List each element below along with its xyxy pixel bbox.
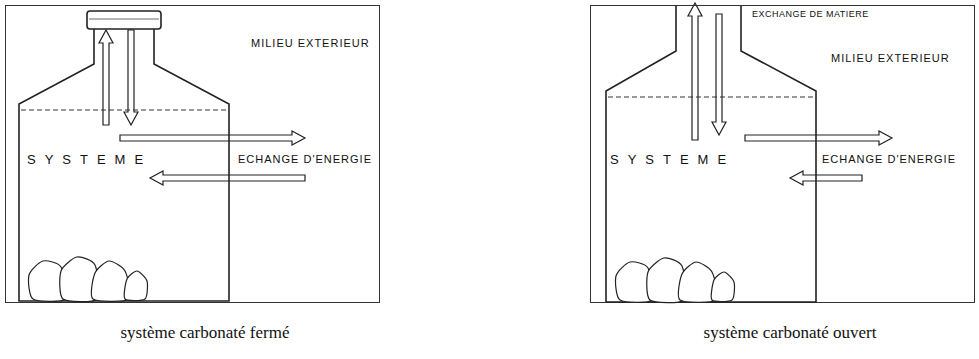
- carbonate-rock: [124, 271, 147, 301]
- system-bottle: SYSTEME: [606, 6, 816, 302]
- system-label: SYSTEME: [27, 153, 152, 167]
- energy-out-arrow: [745, 131, 892, 145]
- exchange-label: ECHANGE D'ENERGIE: [820, 152, 958, 166]
- bottle-wall: [606, 6, 816, 302]
- matter-out-arrow: [688, 3, 702, 140]
- environment-label: MILIEU EXTERIEUR: [251, 36, 370, 50]
- matter-in-arrow: [712, 14, 726, 135]
- energy-in-arrow: [150, 171, 305, 185]
- bottle-wall: [19, 29, 229, 301]
- water-surface: [608, 97, 814, 98]
- environment-label: MILIEU EXTERIEUR: [831, 51, 950, 65]
- carbonate-rock: [711, 272, 734, 302]
- figure-caption: système carbonaté fermé: [118, 326, 293, 340]
- stopper-line: [89, 19, 159, 20]
- down-arrow: [124, 30, 138, 125]
- system-bottle: SYSTEME: [19, 9, 229, 301]
- exchange-label: EXCHANGE DE MATIERE: [750, 7, 871, 21]
- energy-in-arrow: [790, 171, 862, 185]
- energy-out-arrow: [120, 131, 305, 145]
- stopper: [87, 11, 161, 29]
- water-surface: [21, 110, 227, 111]
- exchange-label: ECHANGE D'ENERGIE: [236, 152, 374, 166]
- up-arrow: [99, 30, 113, 125]
- system-label: SYSTEME: [610, 153, 735, 167]
- figure-caption: système carbonaté ouvert: [701, 326, 880, 340]
